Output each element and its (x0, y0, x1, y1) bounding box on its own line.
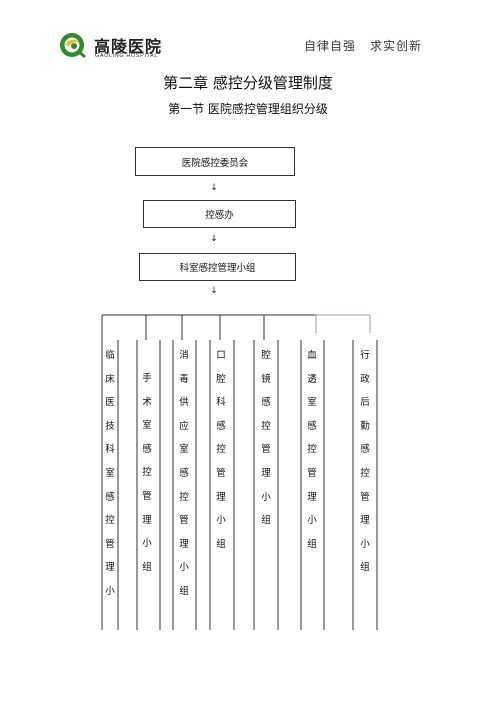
motto-left: 自律自强 (304, 39, 357, 53)
hospital-name-en: GAOLING HOSPITAL (95, 53, 158, 59)
sub-group-label: 腔镜感控管理小组 (261, 350, 271, 527)
hospital-logo-icon (60, 33, 86, 59)
down-arrow-icon: ↓ (210, 286, 218, 296)
sub-group-label: 临床医技科室感控管理小 (105, 350, 115, 597)
down-arrow-icon: ↓ (210, 183, 218, 193)
hospital-name: 高陵医院 (94, 37, 163, 56)
org-level3-box: 科室感控管理小组 (139, 253, 296, 281)
chapter-title: 第二章 感控分级管理制度 (163, 74, 333, 92)
sub-group-label: 口腔科感控管理小组 (216, 350, 226, 550)
sub-group-label: 手术室感控管理小组 (142, 373, 152, 573)
org-level1-box: 医院感控委员会 (135, 147, 295, 176)
org-level2-box: 控感办 (143, 200, 296, 228)
sub-group-label: 血透室感控管理小组 (307, 350, 317, 550)
sub-group-label: 消毒供应室感控管理小组 (179, 350, 189, 597)
sub-group-label: 行政后勤感控管理小组 (360, 350, 370, 574)
section-title: 第一节 医院感控管理组织分级 (168, 102, 328, 116)
motto-right: 求实创新 (370, 39, 423, 53)
down-arrow-icon: ↓ (210, 234, 218, 244)
hospital-motto: 自律自强求实创新 (304, 37, 422, 54)
